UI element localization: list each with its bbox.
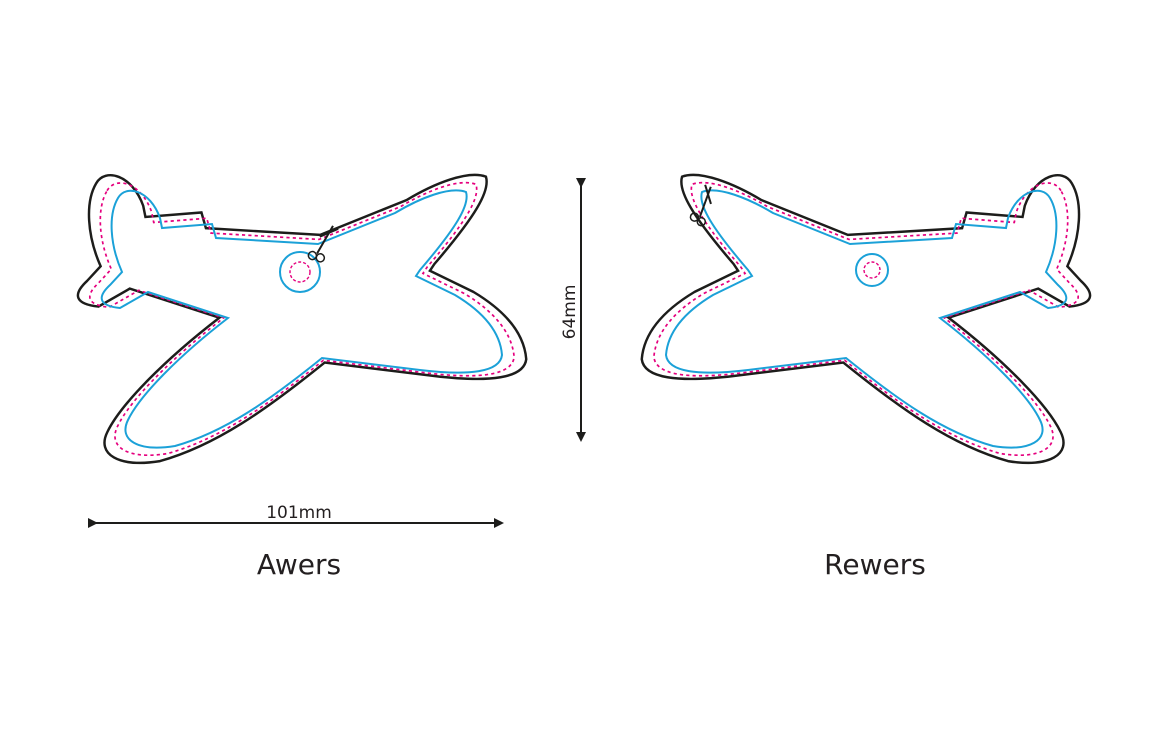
front-safe-zone [100,189,503,449]
front-hole-icon [279,251,321,293]
front-hole-cut [289,261,311,283]
front-cut-line [88,181,515,457]
height-label: 64mm [560,285,580,340]
back-plane-template [640,173,1092,465]
front-side-label: Awers [256,548,342,581]
back-hole-cut [863,261,881,279]
back-safe-zone [665,189,1068,449]
front-plane-template [76,173,528,465]
width-dimension: 101mm [88,503,504,528]
front-scissors-icon [307,225,339,263]
back-cut-line [653,181,1080,457]
back-hole-icon [855,253,889,287]
height-dimension: 64mm [560,178,586,442]
back-scissors-icon [689,184,712,227]
width-label: 101mm [266,503,332,523]
back-side-label: Rewers [824,548,926,581]
